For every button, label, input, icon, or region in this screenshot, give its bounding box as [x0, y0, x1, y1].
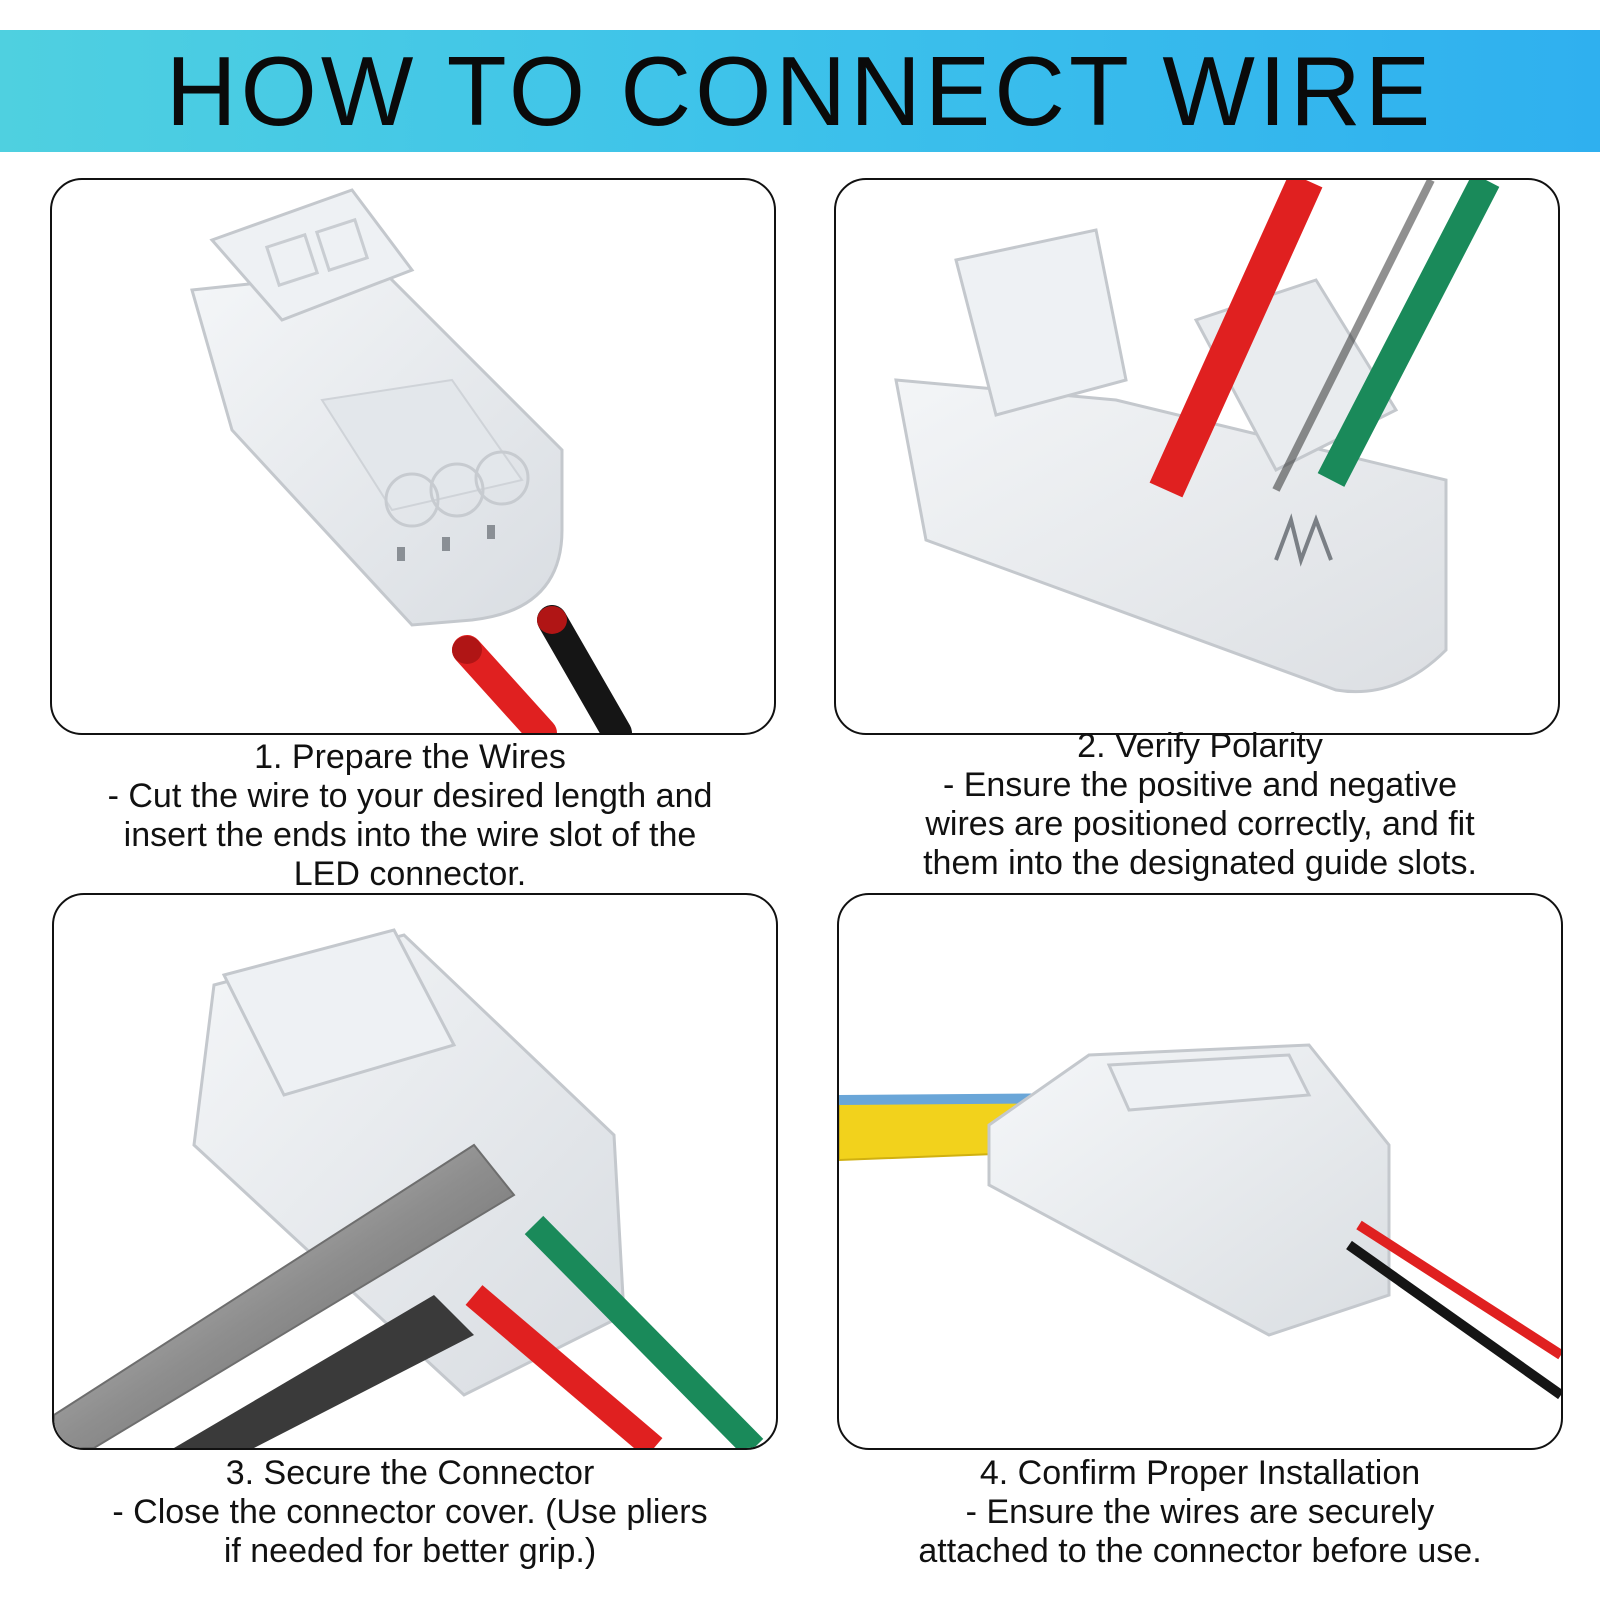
step-2-line-2: wires are positioned correctly, and fit: [925, 805, 1475, 843]
step-1-image-panel: [50, 178, 776, 735]
black-wire: [1346, 1240, 1561, 1400]
green-wire: [524, 1215, 764, 1448]
red-wire: [452, 635, 557, 733]
red-wire: [1356, 1220, 1561, 1360]
step-2-image-panel: [834, 178, 1560, 735]
connector-with-wires-illustration: [190, 188, 632, 733]
step-4-title: 4. Confirm Proper Installation: [979, 1454, 1421, 1492]
black-wire: [537, 605, 632, 733]
connector-lid-shape: [221, 928, 457, 1097]
step-1-caption: 1. Prepare the Wires - Cut the wire to y…: [30, 738, 790, 894]
step-2-line-3: them into the designated guide slots.: [923, 844, 1477, 882]
step-4-image-panel: [837, 893, 1563, 1450]
step-2-line-1: - Ensure the positive and negative: [942, 766, 1458, 804]
connector-lid-shape: [954, 228, 1128, 417]
step-2-caption: 2. Verify Polarity - Ensure the positive…: [820, 727, 1580, 883]
step-3-caption: 3. Secure the Connector - Close the conn…: [30, 1454, 790, 1571]
step-3-line-1: - Close the connector cover. (Use pliers: [112, 1493, 708, 1531]
pliers-shape: [54, 1143, 516, 1448]
pliers-closing-connector-illustration: [54, 928, 764, 1448]
open-connector-illustration: [894, 180, 1500, 694]
led-strip-connected-illustration: [839, 1043, 1561, 1400]
green-wire: [1317, 180, 1500, 487]
step-1-line-1: - Cut the wire to your desired length an…: [107, 777, 713, 815]
step-4-line-1: - Ensure the wires are securely: [965, 1493, 1435, 1531]
red-wire: [1149, 180, 1323, 498]
red-wire: [465, 1285, 663, 1448]
step-4-line-2: attached to the connector before use.: [918, 1532, 1482, 1570]
connector-base-shape: [894, 378, 1448, 694]
step-3-image-panel: [52, 893, 778, 1450]
step-3-line-2: if needed for better grip.): [223, 1532, 597, 1570]
connector-pins: [1274, 513, 1333, 567]
header-banner: HOW TO CONNECT WIRE: [0, 30, 1600, 152]
connector-body-shape: [987, 1043, 1391, 1337]
step-1-title: 1. Prepare the Wires: [254, 738, 566, 776]
step-1-line-2: insert the ends into the wire slot of th…: [123, 816, 697, 854]
step-1-line-3: LED connector.: [293, 855, 527, 893]
step-2-title: 2. Verify Polarity: [1077, 727, 1323, 765]
pliers-grip-shape: [174, 1295, 474, 1448]
step-4-caption: 4. Confirm Proper Installation - Ensure …: [820, 1454, 1580, 1571]
page-title: HOW TO CONNECT WIRE: [165, 36, 1435, 146]
step-3-title: 3. Secure the Connector: [225, 1454, 595, 1492]
